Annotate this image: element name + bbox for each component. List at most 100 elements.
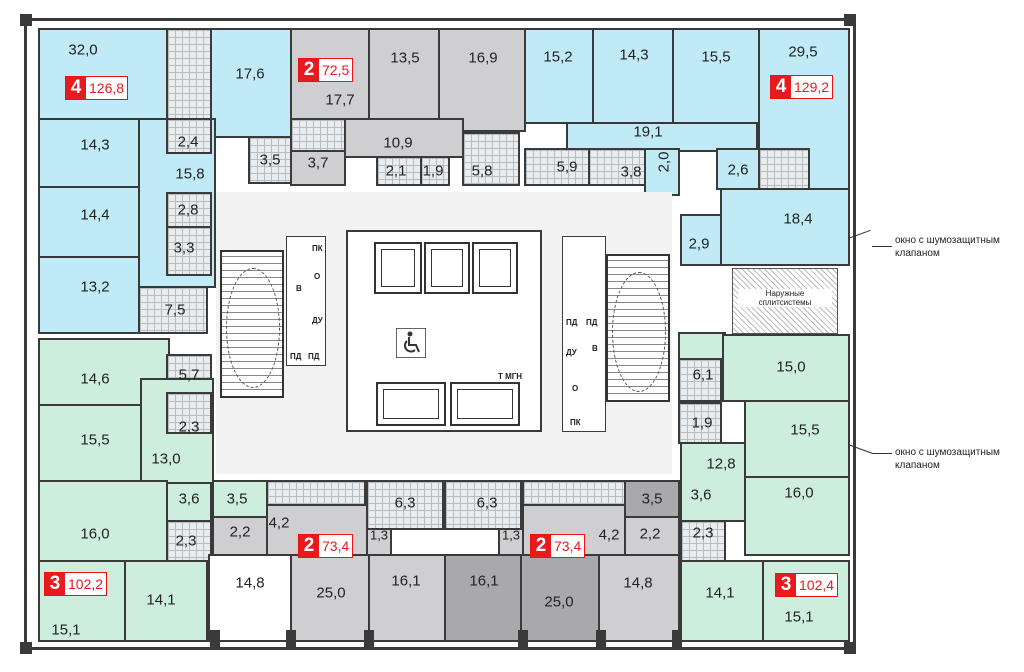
room-hall-e[interactable] <box>678 332 726 360</box>
room-count: 3 <box>776 574 796 596</box>
tag-o-right: О <box>572 384 579 393</box>
room-label: 16,9 <box>468 49 498 67</box>
room-wc-nw2[interactable] <box>248 136 292 184</box>
room-label: 3,3 <box>173 239 195 257</box>
room-kitchen-n2[interactable] <box>290 118 346 152</box>
room-living-s2[interactable] <box>520 554 600 642</box>
room-wc-w[interactable] <box>166 392 212 434</box>
room-closet-s1b[interactable] <box>212 516 268 556</box>
room-bedroom-ne3[interactable] <box>672 28 760 124</box>
room-bedroom-nw3[interactable] <box>38 186 140 258</box>
room-label: 4,2 <box>598 526 620 544</box>
room-bedroom-nw2[interactable] <box>38 118 140 188</box>
room-wc-e[interactable] <box>678 402 722 444</box>
room-living-nw[interactable] <box>38 28 170 120</box>
room-count: 2 <box>299 535 319 557</box>
room-closet-n2[interactable] <box>290 150 346 186</box>
tag-v-right: В <box>592 344 598 353</box>
column <box>286 630 296 650</box>
room-label: 25,0 <box>544 593 574 611</box>
elevator-3 <box>472 242 518 294</box>
room-label: 2,8 <box>177 201 199 219</box>
tag-du-left: ДУ <box>312 316 323 325</box>
column <box>844 642 856 654</box>
room-bedroom-ne1[interactable] <box>524 28 594 124</box>
room-bedroom-s3[interactable] <box>444 554 522 642</box>
room-wc-ne2[interactable] <box>758 148 810 190</box>
room-wc-ne1[interactable] <box>588 148 646 186</box>
room-bath-s1[interactable] <box>366 480 444 530</box>
room-bath-ne1[interactable] <box>524 148 590 186</box>
apartment-badge-s2l[interactable]: 2 73,4 <box>298 534 354 558</box>
elevator-1 <box>374 242 422 294</box>
room-count: 3 <box>45 573 65 595</box>
room-bedroom-nw1[interactable] <box>210 28 292 138</box>
room-bedroom-ne4[interactable] <box>720 188 850 266</box>
room-bedroom-e1[interactable] <box>744 400 850 478</box>
apartment-badge-n2[interactable]: 2 72,5 <box>298 58 354 82</box>
room-label: 15,5 <box>80 431 110 449</box>
room-living-e[interactable] <box>722 334 850 402</box>
apartment-area: 72,5 <box>319 62 353 78</box>
room-label: 29,5 <box>788 43 818 61</box>
window-note-1: окно с шумозащитным клапаном <box>895 235 1000 259</box>
room-label: 15,2 <box>543 48 573 66</box>
room-bedroom-sw[interactable] <box>124 560 208 642</box>
room-bath-n2[interactable] <box>462 132 520 186</box>
room-closet-ne1[interactable] <box>644 148 680 196</box>
room-bedroom-w2[interactable] <box>38 404 142 482</box>
column <box>518 630 528 650</box>
apartment-badge-ne[interactable]: 4 129,2 <box>770 75 834 99</box>
room-label: 6,3 <box>394 494 416 512</box>
exterior-split-units: Наружные сплитсистемы <box>732 268 838 334</box>
apartment-badge-nw[interactable]: 4 126,8 <box>65 76 129 100</box>
room-hall-n2[interactable] <box>344 118 464 158</box>
room-bedroom-n2a[interactable] <box>368 28 440 132</box>
tag-v-left: В <box>296 284 302 293</box>
room-label: 18,4 <box>783 210 813 228</box>
room-closet-ne3[interactable] <box>680 214 722 266</box>
room-bath-nw[interactable] <box>166 28 212 120</box>
room-label: 2,1 <box>385 162 407 180</box>
room-bedroom-s4[interactable] <box>598 554 680 642</box>
room-label: 2,0 <box>655 151 673 173</box>
room-wc-nw1[interactable] <box>166 118 212 154</box>
room-wc-n2b[interactable] <box>420 156 450 186</box>
room-count: 2 <box>531 535 551 557</box>
elevator-2 <box>424 242 470 294</box>
elevator-5 <box>450 382 520 426</box>
room-bath-e[interactable] <box>678 358 722 402</box>
room-bedroom-nw4[interactable] <box>38 256 140 334</box>
room-bedroom-n2b[interactable] <box>438 28 526 132</box>
room-label: 2,2 <box>229 523 251 541</box>
room-label: 2,9 <box>688 235 710 253</box>
apartment-badge-s2r[interactable]: 2 73,4 <box>530 534 586 558</box>
room-bath-nw2[interactable] <box>138 286 208 334</box>
room-hall-e2[interactable] <box>680 442 746 522</box>
room-bedroom-se[interactable] <box>680 560 764 642</box>
apartment-badge-sw[interactable]: 3 102,2 <box>44 572 108 596</box>
room-bedroom-s2[interactable] <box>368 554 446 642</box>
stair-right-circle <box>612 272 666 392</box>
room-wc-w2[interactable] <box>166 520 212 562</box>
room-bedroom-ne2[interactable] <box>592 28 674 124</box>
room-bath-s2[interactable] <box>444 480 522 530</box>
elevator-4 <box>376 382 446 426</box>
room-kitchen-s1[interactable] <box>266 480 366 506</box>
column <box>596 630 606 650</box>
room-closet-s2[interactable] <box>366 528 392 556</box>
room-label: 14,1 <box>146 591 176 609</box>
column <box>210 630 220 650</box>
leader-line-1b <box>872 246 892 247</box>
wheelchair-icon <box>395 327 427 359</box>
room-living-s1[interactable] <box>290 554 370 642</box>
room-closet-nw2[interactable] <box>166 226 212 276</box>
room-bedroom-w3[interactable] <box>38 480 168 562</box>
room-label: 15,5 <box>790 421 820 439</box>
room-label: 2,2 <box>639 525 661 543</box>
apartment-badge-se[interactable]: 3 102,4 <box>775 573 839 597</box>
room-kitchen-s2[interactable] <box>522 480 626 506</box>
tag-mgn: Т МГН <box>498 372 523 381</box>
room-bedroom-s1[interactable] <box>208 554 292 642</box>
room-bedroom-e2[interactable] <box>744 476 850 556</box>
